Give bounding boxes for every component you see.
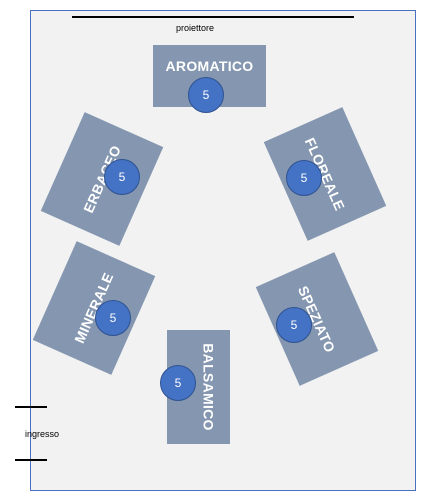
entrance-marker-top bbox=[15, 406, 47, 408]
seat-count-speziato: 5 bbox=[276, 307, 312, 343]
table-label-balsamico: BALSAMICO bbox=[200, 343, 217, 431]
table-label-aromatico: AROMATICO bbox=[165, 58, 254, 74]
seat-count-floreale: 5 bbox=[286, 160, 322, 196]
seat-count-balsamico: 5 bbox=[160, 365, 196, 401]
seat-count-aromatico: 5 bbox=[188, 77, 224, 113]
seat-count-minerale: 5 bbox=[95, 300, 131, 336]
entrance-label: ingresso bbox=[25, 429, 60, 439]
seat-count-erbaceo: 5 bbox=[104, 159, 140, 195]
projector-screen bbox=[72, 16, 354, 18]
entrance-marker-bottom bbox=[15, 459, 47, 461]
projector-label: proiettore bbox=[176, 23, 215, 33]
